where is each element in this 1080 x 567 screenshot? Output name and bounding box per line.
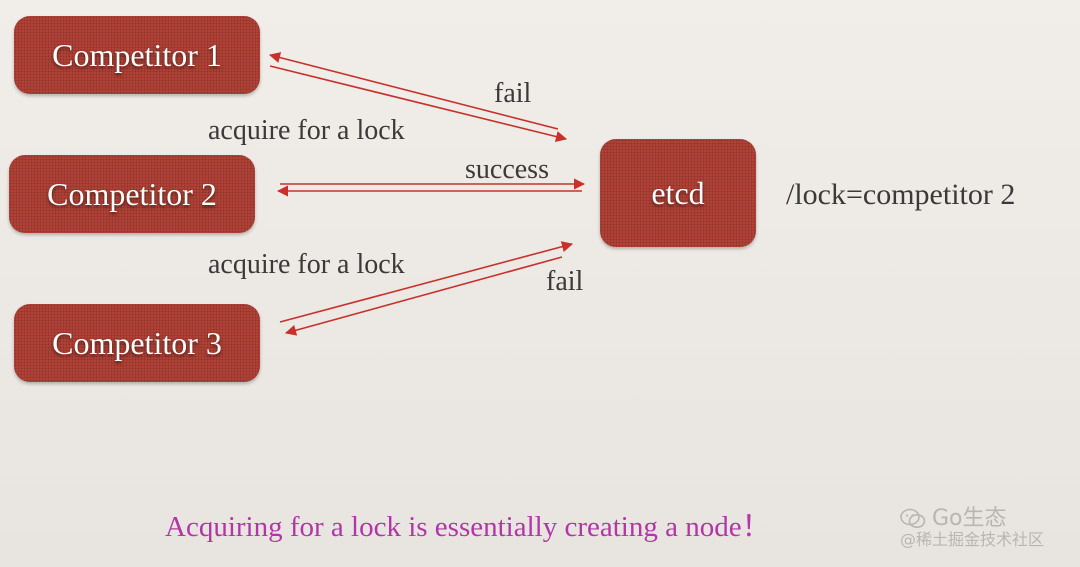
etcd-box: etcd	[600, 139, 756, 247]
arrow-etcd-to-c3	[284, 256, 563, 336]
key-value-label: /lock=competitor 2	[786, 178, 1016, 211]
edge-label-acquire-bottom: acquire for a lock	[208, 249, 405, 280]
watermark-line-2: @稀土掘金技术社区	[900, 530, 1045, 549]
edge-label-fail-bottom: fail	[546, 266, 584, 297]
competitor-3-label: Competitor 3	[52, 324, 222, 361]
competitor-2-label: Competitor 2	[47, 175, 217, 212]
competitor-2-box: Competitor 2	[9, 155, 255, 233]
arrow-etcd-to-c1	[268, 52, 559, 130]
edge-label-fail-top: fail	[494, 78, 532, 109]
arrow-c1-to-etcd	[269, 65, 568, 143]
watermark-text-1: Go生态	[932, 506, 1007, 531]
competitor-1-box: Competitor 1	[14, 16, 260, 94]
caption: Acquiring for a lock is essentially crea…	[165, 511, 771, 543]
edge-label-acquire-top: acquire for a lock	[208, 115, 405, 146]
edge-label-success: success	[465, 154, 549, 185]
watermark: Go生态 @稀土掘金技术社区	[900, 508, 1044, 548]
watermark-line-1: Go生态	[900, 508, 1044, 530]
wechat-icon	[900, 508, 926, 528]
competitor-3-box: Competitor 3	[14, 304, 260, 382]
arrow-c3-to-etcd	[279, 241, 574, 323]
etcd-label: etcd	[651, 174, 705, 211]
competitor-1-label: Competitor 1	[52, 36, 222, 73]
